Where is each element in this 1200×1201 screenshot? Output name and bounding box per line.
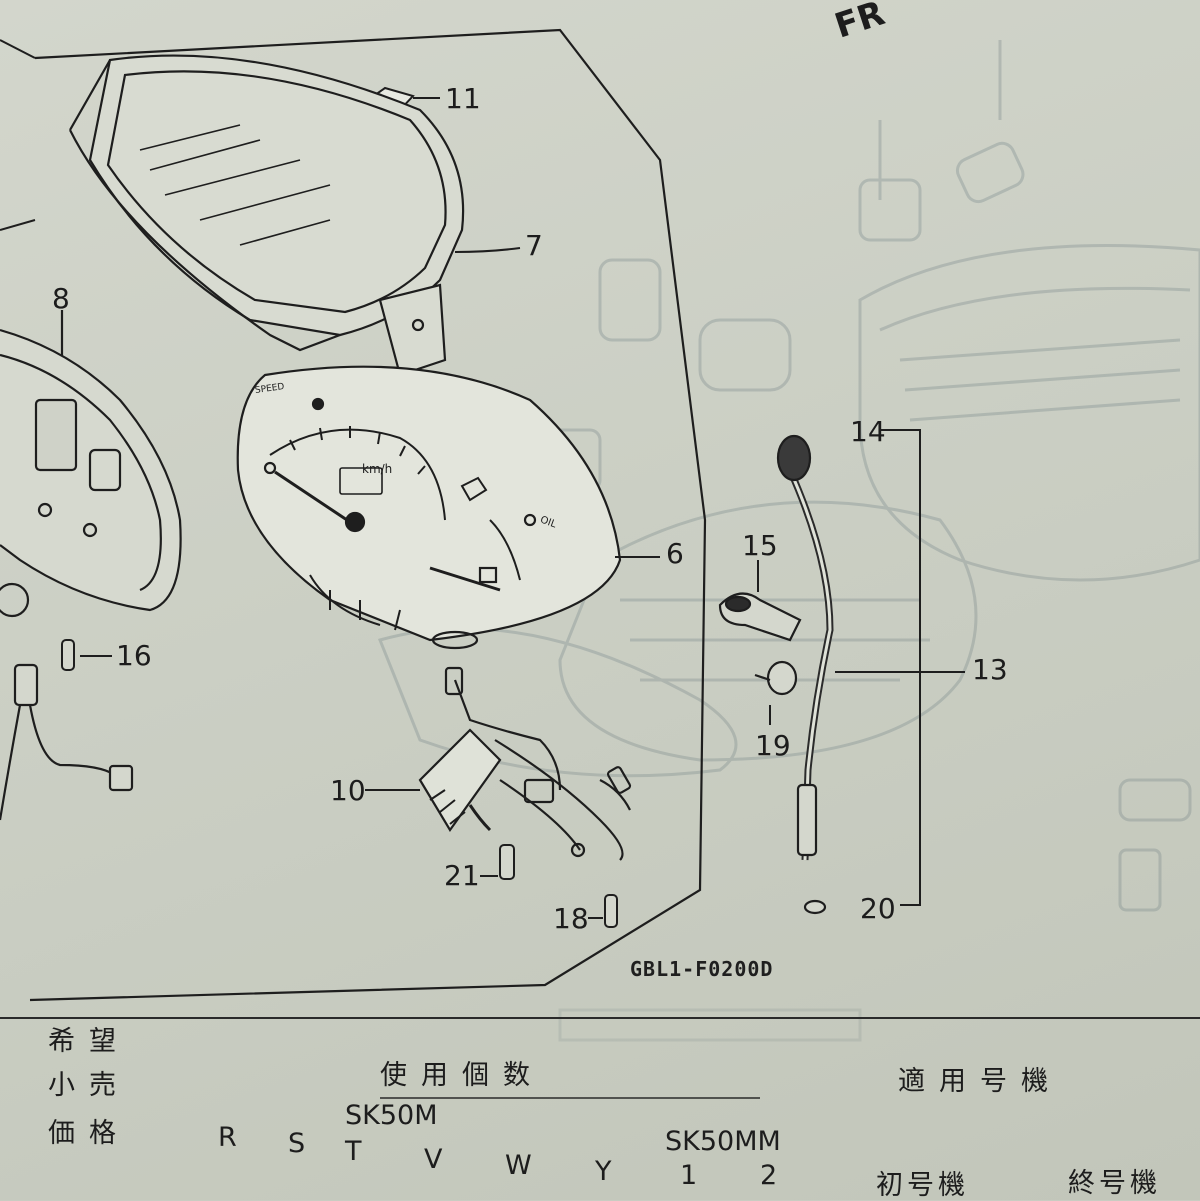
part-15-clamp <box>718 560 802 642</box>
figure-code: GBL1-F0200D <box>630 957 774 981</box>
last-unit-label: 終号機 <box>1068 1168 1161 1199</box>
callout-8: 8 <box>52 282 70 315</box>
small-fasteners <box>61 639 618 928</box>
gauge-unit-label: km/h <box>362 462 393 476</box>
part-8-meter-housing <box>0 310 182 618</box>
callout-20: 20 <box>860 892 896 925</box>
col-w: W <box>505 1150 532 1181</box>
part-20-seal <box>803 899 827 915</box>
col-s: S <box>288 1128 306 1159</box>
callout-6: 6 <box>666 537 684 570</box>
usage-count-title: 使用個数 <box>380 1060 544 1091</box>
part-10-socket-harness <box>365 666 632 861</box>
part-21-bulb <box>499 844 515 880</box>
callout-19: 19 <box>755 729 791 762</box>
part-19-bolt <box>754 660 798 725</box>
col-t: T <box>345 1136 362 1167</box>
callout-15: 15 <box>742 529 778 562</box>
callout-18: 18 <box>553 902 589 935</box>
callout-14: 14 <box>850 415 886 448</box>
col-r: R <box>218 1122 237 1153</box>
col-y: Y <box>595 1156 612 1187</box>
faded-background-parts <box>377 40 1200 1042</box>
callout-7: 7 <box>525 229 543 262</box>
part-7-meter-case <box>69 54 521 377</box>
callout-21: 21 <box>444 859 480 892</box>
row-label-kouri: 小売 <box>48 1070 130 1101</box>
first-unit-label: 初号機 <box>876 1170 969 1201</box>
col-2: 2 <box>760 1160 778 1191</box>
part-18-bulb <box>604 894 618 928</box>
col-1: 1 <box>680 1160 698 1191</box>
model-sk50mm: SK50MM <box>665 1126 781 1157</box>
row-label-kibou: 希望 <box>48 1026 130 1057</box>
assembly-boundary-line <box>29 28 707 1002</box>
callout-13: 13 <box>972 653 1008 686</box>
callout-11: 11 <box>445 82 481 115</box>
callout-10: 10 <box>330 774 366 807</box>
part-16-bulb <box>61 639 75 671</box>
row-label-kakaku: 価格 <box>48 1118 130 1149</box>
wire-harness-left <box>0 663 134 821</box>
part-13-speedometer-cable <box>776 429 965 915</box>
callout-16: 16 <box>116 639 152 672</box>
model-sk50m: SK50M <box>345 1100 438 1131</box>
col-v: V <box>424 1144 443 1175</box>
part-6-meter-assembly <box>236 365 660 650</box>
applicable-model-title: 適用号機 <box>898 1066 1062 1097</box>
